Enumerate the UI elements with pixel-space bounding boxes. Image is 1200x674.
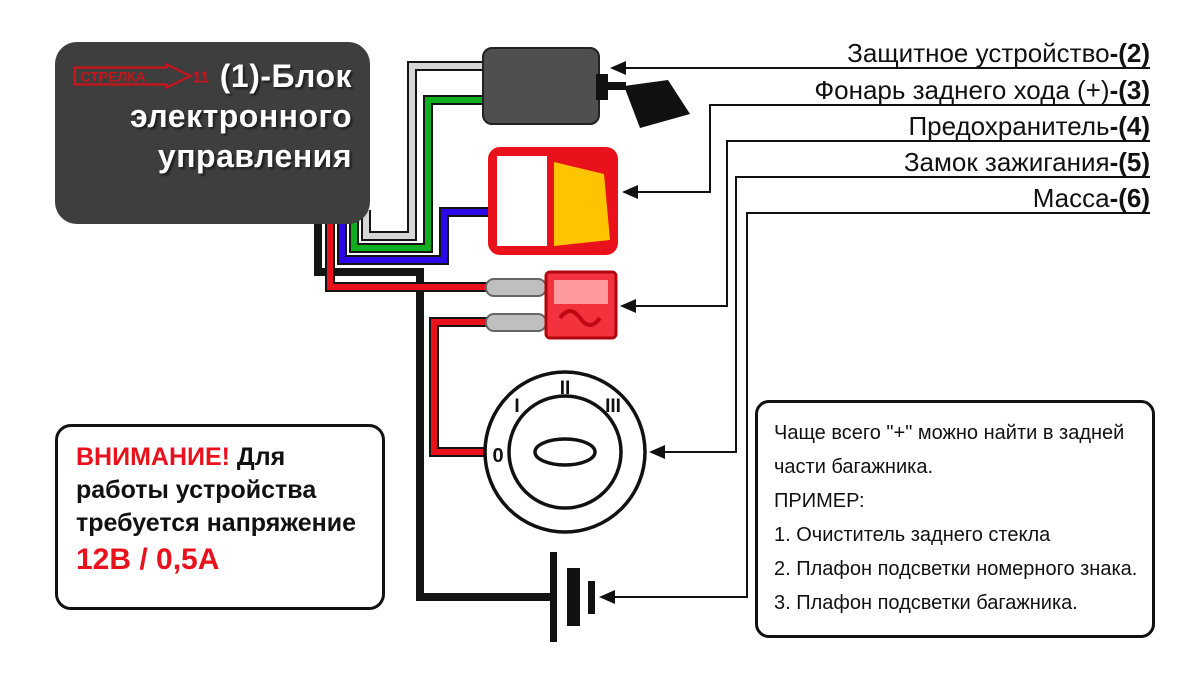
attention-box: ВНИМАНИЕ! Для работы устройства требуетс… [55, 424, 385, 610]
wire-black-ground [314, 210, 552, 601]
attention-line-2: работы устройства [76, 476, 317, 504]
wire-red-to-fuse [325, 210, 490, 292]
control-unit-title-line-2: электронного [129, 98, 352, 134]
logo-text: СТРЕЛКА [80, 69, 145, 85]
ground-icon [550, 552, 595, 642]
strelka-logo: СТРЕЛКА 11 [73, 62, 209, 90]
label-ref: -(2) [1109, 38, 1150, 68]
control-unit-block: СТРЕЛКА 11 (1)-Блок электронного управле… [55, 42, 370, 224]
wire-blue [337, 207, 492, 265]
label-ref: -(3) [1109, 75, 1150, 105]
attention-value: 12В / 0,5А [76, 543, 220, 576]
ignition-pos-2: II [560, 378, 571, 399]
pointer-arrow-icon [620, 299, 636, 313]
wire-green [349, 95, 483, 253]
label-text: Масса [1032, 183, 1110, 213]
label-ground: Масса-(6) [1033, 183, 1150, 214]
fuse-icon [485, 270, 618, 340]
ignition-pos-1: I [514, 396, 519, 417]
info-line-4: 1. Очиститель заднего стекла [774, 524, 1051, 546]
info-line-6: 3. Плафон подсветки багажника. [774, 592, 1078, 614]
pointer-arrow-icon [599, 590, 615, 604]
label-text: Фонарь заднего хода (+) [814, 75, 1110, 105]
info-box: Чаще всего "+" можно найти в задней част… [755, 400, 1155, 638]
horn-speaker-icon [608, 80, 690, 128]
control-unit-title-line-3: управления [157, 138, 352, 174]
leader-line-reverse-light [622, 104, 1150, 199]
info-line-3: ПРИМЕР: [774, 490, 865, 512]
leader-line-ground [599, 212, 1150, 604]
label-text: Замок зажигания [903, 147, 1110, 177]
pointer-arrow-icon [610, 61, 626, 75]
info-line-2: части багажника. [774, 456, 933, 478]
label-ref: -(4) [1109, 111, 1150, 141]
leader-line-ignition-lock [649, 176, 1150, 459]
label-fuse: Предохранитель-(4) [908, 111, 1150, 142]
ignition-lock-icon: 0 I II III [483, 370, 647, 534]
leader-line-protective-device [610, 61, 1150, 75]
label-text: Защитное устройство [847, 38, 1110, 68]
info-line-5: 2. Плафон подсветки номерного знака. [774, 558, 1138, 580]
label-ref: -(5) [1109, 147, 1150, 177]
logo-number: 11 [192, 70, 209, 87]
logo-arrow-icon [73, 62, 194, 90]
control-unit-title-line-1: (1)-Блок [219, 58, 352, 94]
ignition-pos-0: 0 [492, 445, 503, 467]
pointer-arrow-icon [649, 445, 665, 459]
pointer-arrow-icon [622, 185, 638, 199]
leader-line-fuse [620, 140, 1150, 313]
protective-device-box [482, 47, 608, 125]
label-protective-device: Защитное устройство-(2) [847, 38, 1150, 69]
ignition-pos-3: III [605, 396, 621, 417]
info-line-1: Чаще всего "+" можно найти в задней [774, 422, 1125, 444]
label-reverse-light: Фонарь заднего хода (+)-(3) [814, 75, 1150, 106]
label-text: Предохранитель [908, 111, 1110, 141]
reverse-lamp-icon [488, 147, 618, 255]
label-ignition-lock: Замок зажигания-(5) [904, 147, 1150, 178]
attention-warning: ВНИМАНИЕ! [76, 443, 230, 471]
attention-line-1: Для [229, 443, 286, 471]
wire-white [361, 61, 483, 241]
label-ref: -(6) [1109, 183, 1150, 213]
attention-line-3: требуется напряжение [76, 509, 357, 537]
wire-red-fuse-to-ignition [429, 317, 490, 457]
